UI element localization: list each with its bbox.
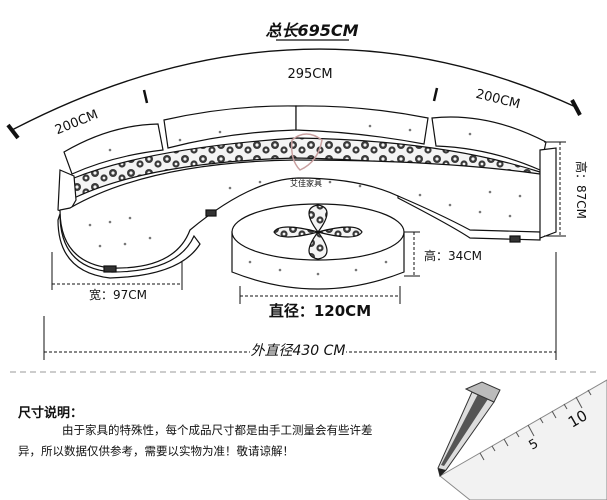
height-dimension: 高：87CM: [544, 141, 589, 237]
ruler-body: [439, 379, 607, 500]
arc-tick-left: [142, 89, 149, 104]
right-armrest: [539, 147, 557, 239]
ruler-illustration: 5 10: [439, 379, 607, 500]
table-height-dimension: 高：34CM: [404, 231, 482, 277]
round-ottoman: [231, 203, 405, 290]
middle-length-label: 295CM: [287, 67, 332, 82]
height-label: 高：87CM: [574, 161, 589, 219]
sofa-illustration: 艾佳家具: [57, 105, 557, 279]
seat-width-label: 宽：97CM: [89, 287, 147, 302]
outer-arc: [11, 48, 579, 131]
total-length-label: 总长695CM: [265, 21, 358, 40]
right-arc-label: 200CM: [474, 87, 521, 112]
note-line-2: 异，所以数据仅供参考，需要以实物为准！敬请谅解！: [18, 444, 294, 458]
arc-tick-right: [432, 87, 439, 102]
outer-arc-left-end: [6, 123, 20, 140]
table-diameter-dimension: 直径：120CM: [239, 286, 401, 320]
outer-label-bg: [250, 340, 346, 358]
sofa-foot-1: [103, 265, 117, 273]
ottoman-petals: [273, 204, 363, 260]
table-height-label: 高：34CM: [424, 248, 482, 263]
seat-front-left: [57, 213, 201, 279]
watermark-mark: [290, 133, 323, 171]
note-title: 尺寸说明：: [18, 406, 84, 421]
ruler-ticks: [479, 389, 592, 461]
pencil-icon: [437, 381, 501, 477]
sofa-foot-3: [509, 235, 521, 243]
watermark-logo: [290, 133, 323, 171]
ottoman-tufting: [248, 260, 388, 276]
middle-right-back-cushion: [295, 105, 429, 145]
note-body: 由于家具的特殊性，每个成品尺寸都是由手工测量会有些许差 异，所以数据仅供参考，需…: [18, 420, 413, 462]
watermark-text: 艾佳家具: [290, 178, 322, 188]
outer-diameter-dimension: 外直径430 CM: [43, 252, 557, 360]
sofa-foot-2: [205, 209, 217, 217]
outer-arc-right-end: [570, 99, 582, 116]
tufting-buttons: [88, 124, 522, 248]
table-diameter-label: 直径：120CM: [269, 302, 371, 320]
total-length-dimension: 总长695CM: [265, 21, 359, 41]
seat-width-dimension: 宽：97CM: [51, 252, 183, 302]
note-line-1: 由于家具的特殊性，每个成品尺寸都是由手工测量会有些许差: [62, 423, 373, 437]
outer-diameter-label: 外直径430 CM: [250, 343, 345, 359]
left-arc-label: 200CM: [53, 107, 100, 138]
left-back-cushion: [63, 123, 164, 175]
